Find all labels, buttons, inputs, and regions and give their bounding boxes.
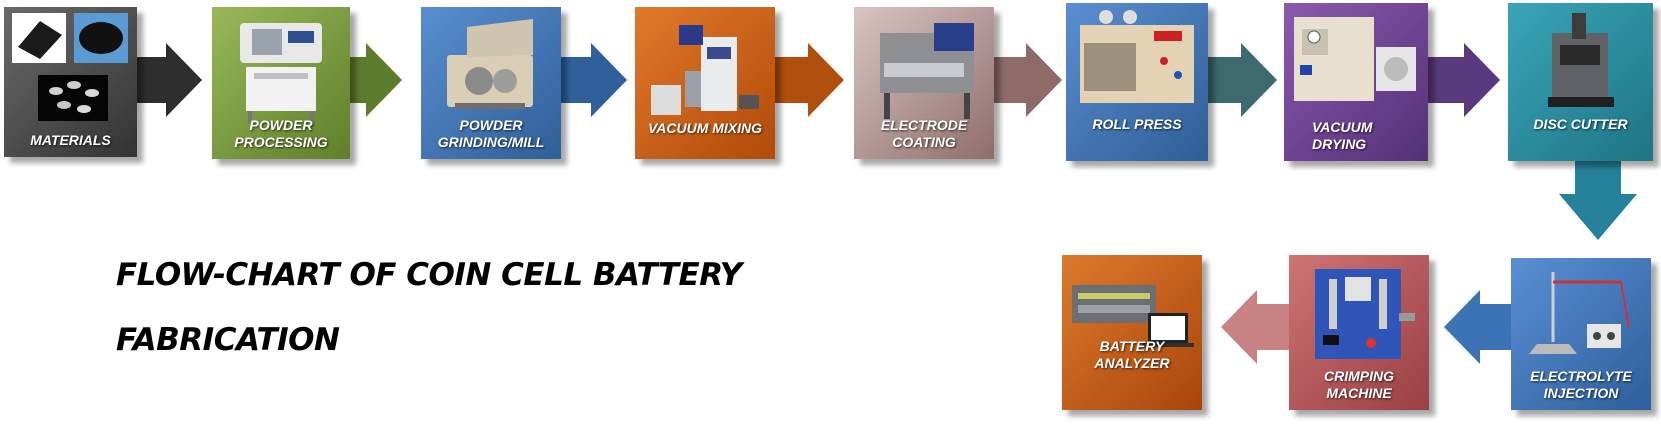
vacuum-mixer-image — [651, 25, 759, 115]
chart-title-line1: FLOW-CHART OF COIN CELL BATTERY — [116, 257, 742, 293]
step-battery-analyzer-label: BATTERY ANALYZER — [1094, 338, 1170, 371]
arrow-grinding-to-mixing — [555, 43, 627, 117]
furnace-image — [240, 23, 322, 123]
step-vacuum-mixing: VACUUM MIXING — [635, 7, 775, 159]
ball-mill-image — [447, 19, 533, 109]
step-vacuum-mixing-label: VACUUM MIXING — [647, 120, 763, 136]
roll-press-image — [1080, 10, 1194, 103]
disc-cutter-image — [1548, 13, 1614, 107]
step-disc-cutter: DISC CUTTER — [1508, 3, 1653, 161]
arrow-drying-to-disccutter — [1428, 43, 1500, 117]
step-electrode-coating-label: ELECTRODE COATING — [880, 117, 968, 150]
step-disc-cutter-label: DISC CUTTER — [1533, 116, 1628, 132]
step-battery-analyzer: BATTERY ANALYZER — [1062, 255, 1202, 410]
arrow-disccutter-to-electrolyte — [1559, 158, 1637, 240]
step-roll-press: ROLL PRESS — [1066, 3, 1208, 161]
step-crimping-machine: CRIMPING MACHINE — [1289, 255, 1429, 410]
battery-analyzer-image — [1072, 285, 1194, 347]
arrow-crimping-to-analyzer — [1221, 290, 1293, 364]
step-powder-processing: POWDER PROCESSING — [212, 7, 350, 159]
vacuum-oven-image — [1294, 17, 1416, 101]
materials-image — [12, 13, 128, 121]
arrow-electrolyte-to-crimping — [1444, 290, 1516, 364]
step-vacuum-drying: VACUUM DRYING — [1284, 3, 1428, 161]
electrolyte-injector-image — [1529, 272, 1630, 354]
step-electrolyte-injection-label: ELECTROLYTE INJECTION — [1530, 368, 1632, 401]
arrow-materials-to-processing — [130, 43, 202, 117]
step-crimping-machine-label: CRIMPING MACHINE — [1324, 368, 1394, 401]
arrow-coating-to-rollpress — [990, 43, 1062, 117]
arrow-rollpress-to-drying — [1205, 43, 1277, 117]
step-vacuum-drying-label: VACUUM DRYING — [1312, 119, 1373, 152]
crimper-image — [1315, 269, 1415, 359]
step-materials-label: MATERIALS — [30, 132, 111, 148]
step-roll-press-label: ROLL PRESS — [1092, 116, 1182, 132]
arrow-mixing-to-coating — [772, 43, 844, 117]
chart-title-line2: FABRICATION — [116, 322, 340, 358]
step-electrolyte-injection: ELECTROLYTE INJECTION — [1511, 258, 1651, 410]
step-electrode-coating: ELECTRODE COATING — [854, 7, 994, 159]
coater-image — [880, 23, 974, 119]
step-materials: MATERIALS — [4, 7, 137, 157]
step-powder-processing-label: POWDER PROCESSING — [234, 117, 328, 150]
step-powder-grinding: POWDER GRINDING/MILL — [421, 7, 561, 159]
step-powder-grinding-label: POWDER GRINDING/MILL — [437, 117, 545, 150]
